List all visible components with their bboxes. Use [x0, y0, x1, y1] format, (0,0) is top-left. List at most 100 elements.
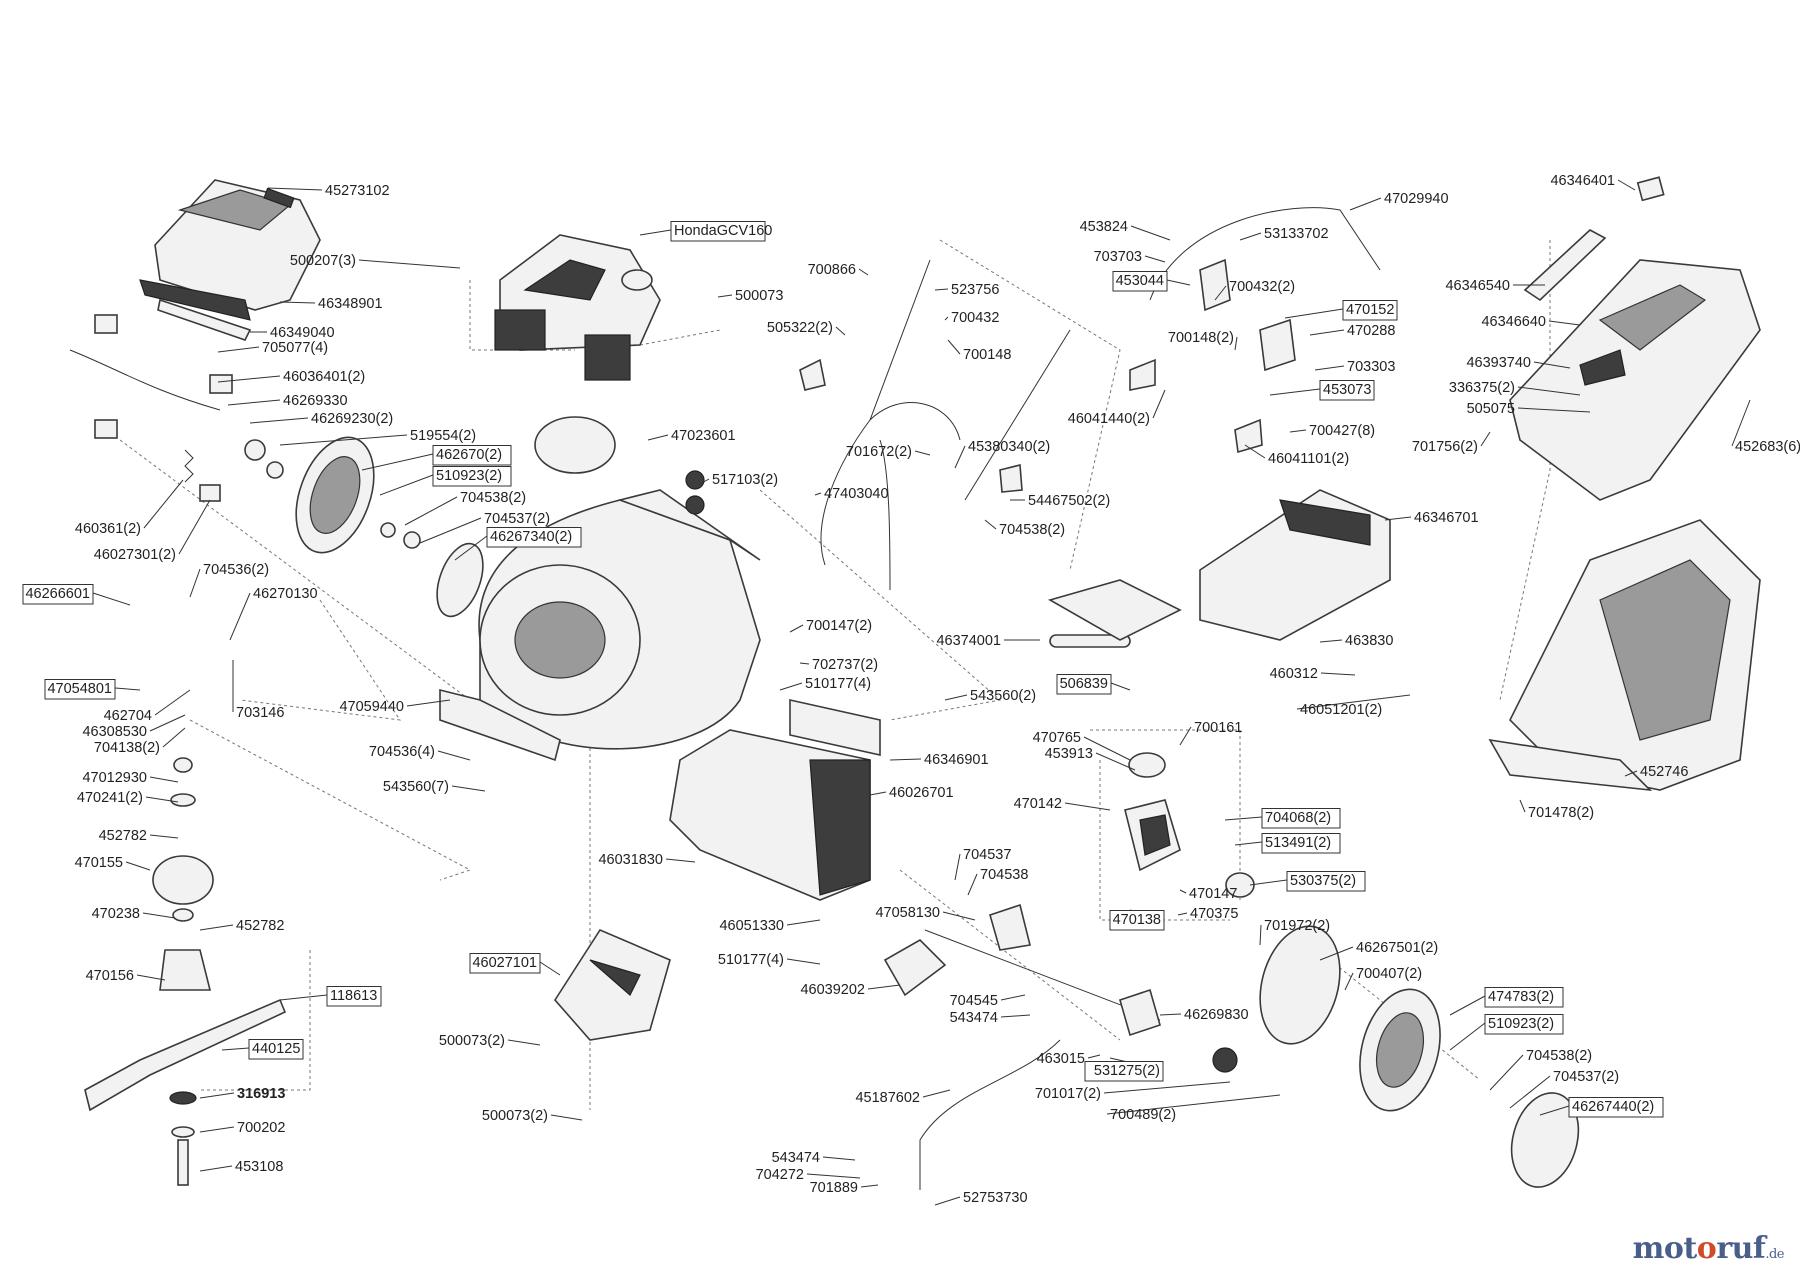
leader-line: [779, 682, 803, 691]
part-label: 700427(8): [1309, 423, 1375, 439]
leader-line: [1224, 816, 1263, 821]
part-label: 543474: [950, 1010, 998, 1026]
part-label: 700148: [963, 347, 1011, 363]
part-label: 543560(2): [970, 688, 1036, 704]
leader-line: [1309, 329, 1345, 336]
leader-line: [1624, 770, 1638, 777]
label-box: [670, 221, 766, 242]
leader-line: [1314, 365, 1345, 371]
leader-line: [954, 445, 966, 469]
leader-line: [154, 689, 191, 716]
label-box: [1484, 1014, 1564, 1035]
part-label: 531275(2): [1094, 1063, 1160, 1079]
part-label: 510177(4): [805, 676, 871, 692]
part-label: 700161: [1194, 720, 1242, 736]
label-box: [1568, 1097, 1664, 1118]
leader-line: [860, 1184, 879, 1188]
leader-line: [889, 758, 922, 761]
leader-line: [1319, 639, 1343, 643]
leader-line: [717, 294, 733, 298]
leader-line: [1106, 1094, 1281, 1115]
part-label: 700407(2): [1356, 966, 1422, 982]
part-label: 470241(2): [77, 790, 143, 806]
leader-line: [279, 434, 408, 446]
part-label: 46266601: [25, 586, 90, 602]
part-label: 701972(2): [1264, 918, 1330, 934]
leader-line: [699, 478, 710, 485]
part-label: 46346401: [1550, 173, 1615, 189]
part-label: 704538: [980, 867, 1028, 883]
leader-line: [934, 288, 949, 291]
part-label: 46348901: [318, 296, 383, 312]
part-label: 700147(2): [806, 618, 872, 634]
part-label: 506839: [1060, 676, 1108, 692]
part-label: 500073(2): [482, 1108, 548, 1124]
leader-line: [1284, 308, 1344, 319]
part-label: 452683(6): [1735, 439, 1800, 455]
leader-line: [942, 911, 976, 921]
grass-box-bag: [1488, 519, 1761, 792]
label-box: [248, 1039, 304, 1060]
part-label: 45187602: [855, 1090, 920, 1106]
leader-line: [1166, 279, 1191, 286]
leader-line: [145, 796, 179, 803]
part-label: 700432: [951, 310, 999, 326]
part-label: 500207(3): [290, 253, 356, 269]
leader-line: [869, 791, 887, 796]
part-label: 46031830: [598, 852, 663, 868]
part-label: 462704: [104, 708, 152, 724]
leader-line: [550, 1114, 583, 1121]
part-label: 705077(4): [262, 340, 328, 356]
part-label: 543474: [772, 1150, 820, 1166]
part-label: 452782: [99, 828, 147, 844]
part-label: 46346640: [1481, 314, 1546, 330]
part-label: 530375(2): [1290, 873, 1356, 889]
leader-line: [1159, 1013, 1182, 1016]
part-label: 470238: [92, 906, 140, 922]
leader-line: [437, 750, 471, 761]
mulch-plug: [554, 928, 671, 1041]
part-label: 505075: [1467, 401, 1515, 417]
part-label: 45380340(2): [968, 439, 1050, 455]
leader-line: [279, 994, 328, 1001]
part-label: 453073: [1323, 382, 1371, 398]
part-label: 463015: [1037, 1051, 1085, 1067]
leader-line: [92, 592, 131, 606]
leader-line: [114, 687, 141, 691]
leader-line: [1234, 336, 1238, 351]
leader-line: [1110, 682, 1131, 691]
part-label: 704538(2): [1526, 1048, 1592, 1064]
leader-line: [1548, 320, 1581, 326]
part-label: 704272: [756, 1167, 804, 1183]
rear-axle-and-wheel: [883, 903, 1580, 1190]
leader-line: [1289, 429, 1307, 433]
part-label: 46374001: [936, 633, 1001, 649]
label-box: [432, 445, 512, 466]
leader-line: [984, 519, 997, 530]
leader-line: [789, 624, 804, 633]
label-box: [1056, 674, 1112, 695]
part-label: 470375: [1190, 906, 1238, 922]
part-label: 513491(2): [1265, 835, 1331, 851]
part-label: 47023601: [671, 428, 736, 444]
part-label: 510177(4): [718, 952, 784, 968]
leader-line: [1509, 1075, 1551, 1109]
leader-line: [217, 375, 281, 383]
part-label: 702737(2): [812, 657, 878, 673]
leader-line: [189, 568, 201, 598]
handle-assembly: [799, 207, 1381, 591]
part-label: 510923(2): [436, 468, 502, 484]
part-label: 519554(2): [410, 428, 476, 444]
part-label: 704537(2): [1553, 1069, 1619, 1085]
leader-line: [814, 492, 822, 496]
leader-line: [639, 229, 672, 236]
leader-line: [1179, 889, 1187, 894]
leader-line: [1244, 444, 1266, 459]
part-label: 54467502(2): [1028, 493, 1110, 509]
part-label: 46393740: [1466, 355, 1531, 371]
leader-line: [786, 919, 821, 926]
leader-line: [406, 699, 451, 707]
part-label: 500073(2): [439, 1033, 505, 1049]
leader-line: [267, 187, 323, 191]
blade-assembly: [84, 757, 287, 1186]
